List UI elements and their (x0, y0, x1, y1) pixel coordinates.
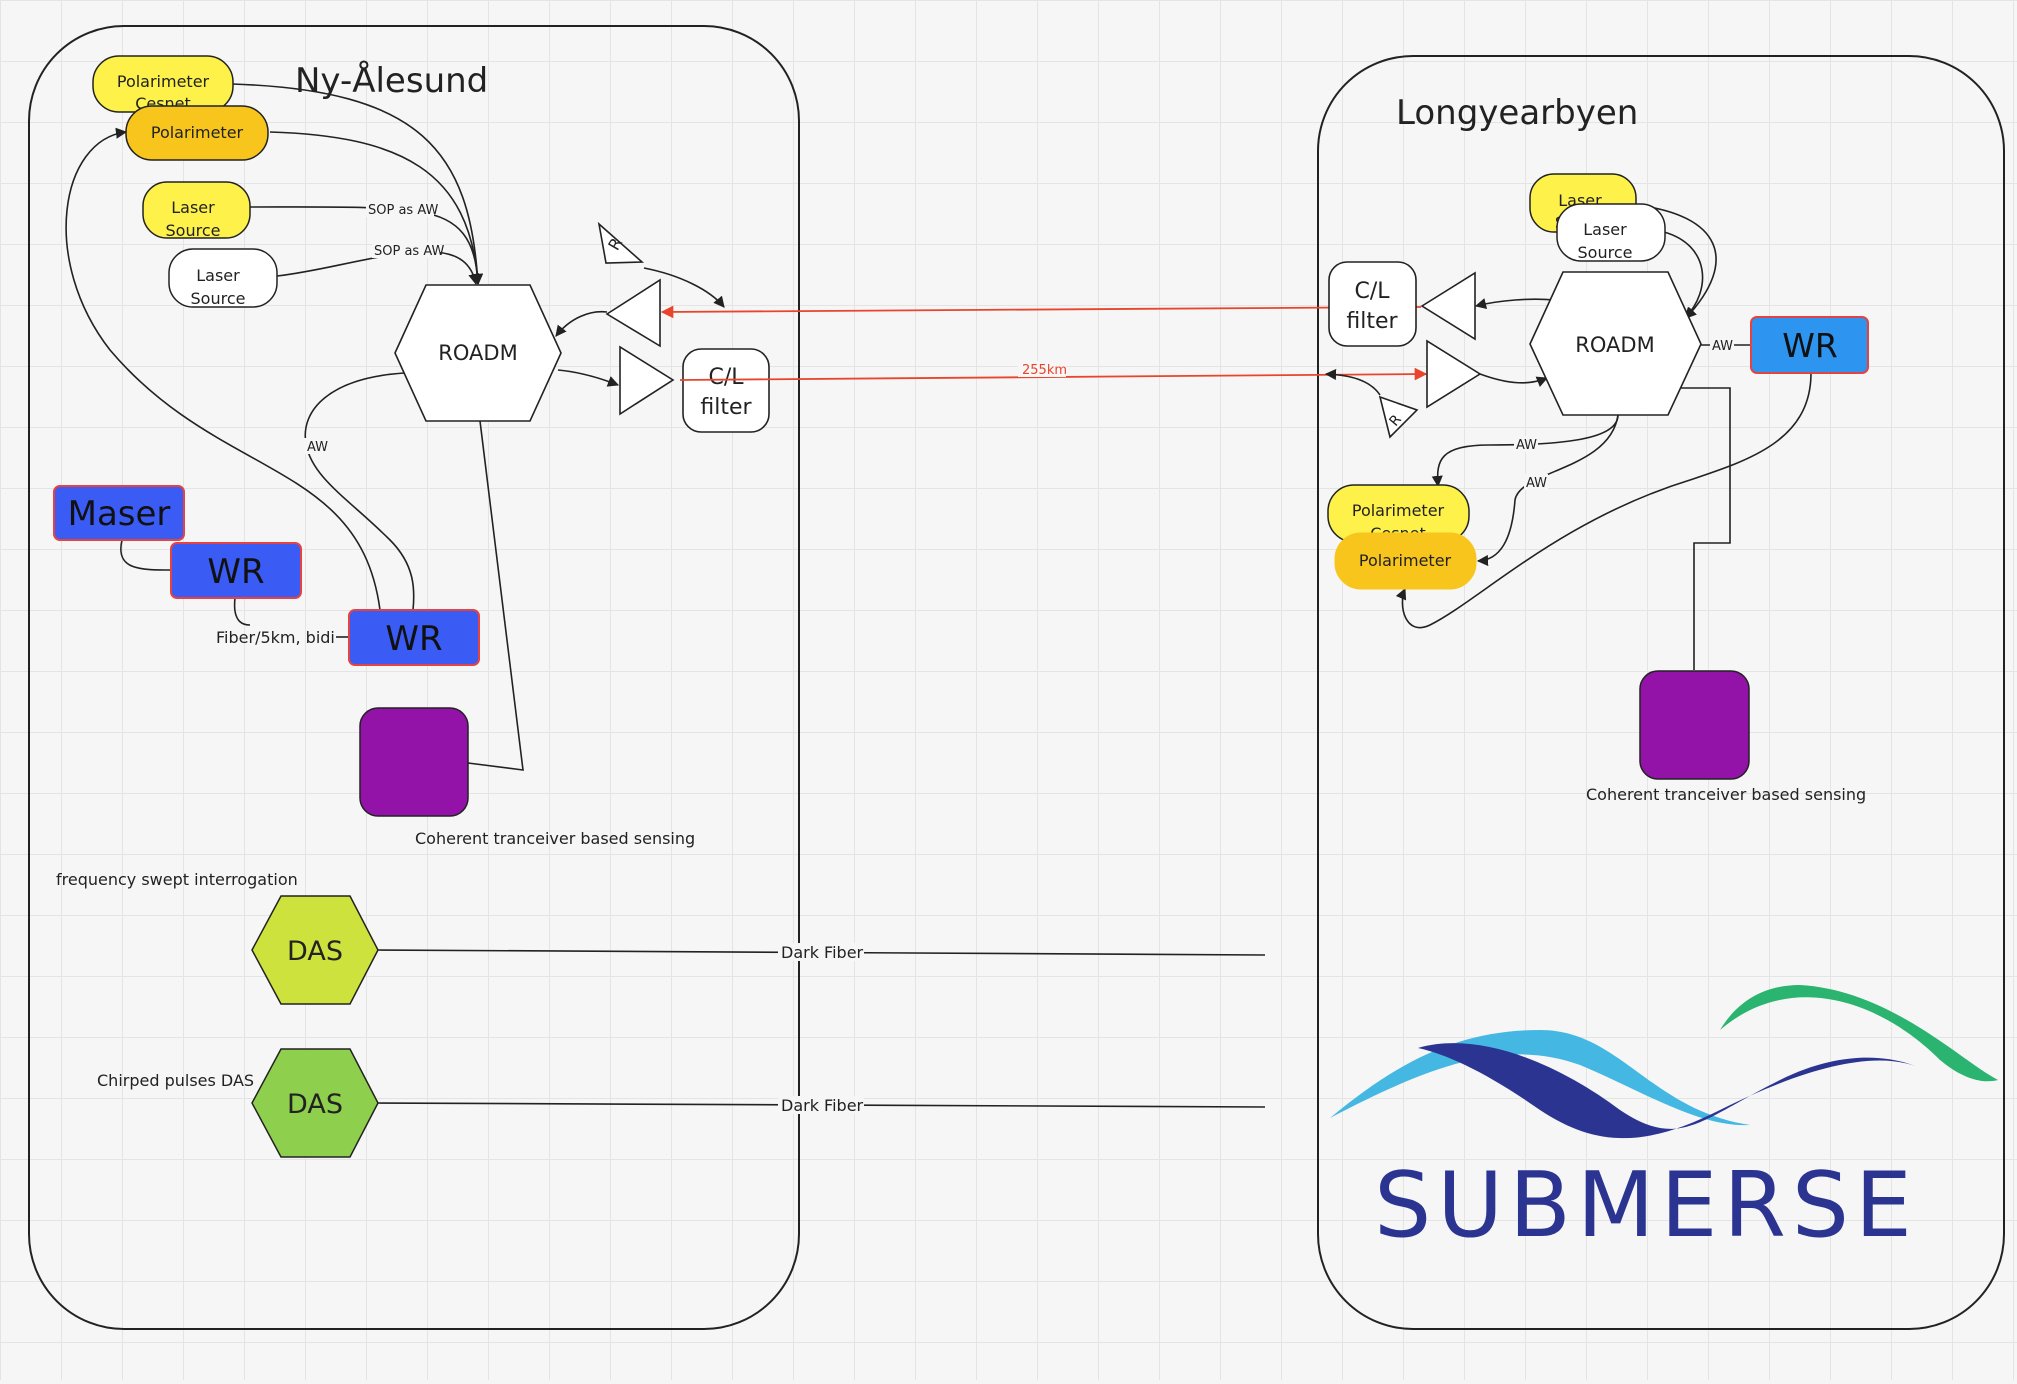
laser-source-1-line2: Source (166, 221, 221, 240)
connector-roadm-polarimeter-aw (1476, 414, 1619, 567)
wr-left-2[interactable] (348, 609, 480, 666)
connector-wr-polarimeter (1395, 372, 1812, 629)
site-container-longyearbyen[interactable] (1317, 55, 2005, 1330)
site-title-ny-alesund: Ny-Ålesund (295, 60, 488, 101)
laser-source-white-right[interactable] (1556, 203, 1666, 262)
amplifier-left-out[interactable] (619, 345, 675, 416)
polarimeter-right-label: Polarimeter (1359, 551, 1452, 570)
roadm-right[interactable] (1529, 271, 1702, 416)
cl-filter-left-line1: C/L (708, 365, 744, 390)
das-node-2[interactable] (251, 1048, 379, 1158)
cl-filter-left-line2: filter (700, 395, 752, 420)
polarimeter-left-label: Polarimeter (151, 123, 244, 142)
wr-left-2-label: WR (385, 619, 442, 659)
das-node-1-label: DAS (287, 936, 343, 967)
connector-amp-roadm (555, 310, 608, 337)
roadm-right-label: ROADM (1575, 333, 1654, 357)
aw-label-right-1: AW (1516, 438, 1537, 453)
fiber-label: Fiber/5km, bidi (216, 628, 335, 647)
connector-laser-yellow-roadm (1635, 204, 1717, 319)
wr-left-1-label: WR (207, 552, 264, 592)
amplifier-right-out[interactable] (1426, 339, 1482, 409)
maser-label: Maser (68, 494, 171, 534)
laser-source-2-line1: Laser (196, 266, 240, 285)
cl-filter-right[interactable] (1328, 261, 1417, 347)
laser-source-2-left[interactable] (168, 248, 278, 308)
connector-polarimeter-roadm (269, 131, 483, 286)
aw-wr-label-right: AW (1712, 339, 1733, 354)
polarimeter-right[interactable] (1334, 532, 1477, 590)
connector-rxamp-arrow (643, 267, 725, 308)
cl-filter-right-line2: filter (1346, 309, 1398, 334)
connector-maser-wr1 (120, 539, 173, 571)
amplifier-right-in[interactable] (1420, 271, 1476, 341)
laser-source-1-line1: Laser (171, 198, 215, 217)
laser-source-1-left[interactable] (142, 181, 251, 239)
polarimeter-cesnet-left-line1: Polarimeter (117, 72, 210, 91)
aw-label-left: AW (307, 440, 328, 455)
connector-wr1-wr2 (233, 597, 251, 626)
sop-label-1: SOP as AW (368, 203, 439, 218)
amplifier-left-in[interactable] (605, 278, 661, 348)
connector-laser-white-roadm (1663, 231, 1704, 319)
connector-roadm-amp (557, 369, 620, 387)
logo-text: SUBMERSE (1374, 1153, 1918, 1258)
red-link-to-left (660, 305, 1422, 319)
wr-right-label: WR (1782, 326, 1838, 365)
wr-right[interactable] (1750, 316, 1869, 374)
dark-fiber-label-1: Dark Fiber (781, 943, 864, 962)
aw-label-right-2: AW (1526, 476, 1547, 491)
polarimeter-cesnet-right-line1: Polarimeter (1352, 501, 1445, 520)
chirped-label: Chirped pulses DAS (97, 1071, 254, 1090)
laser-white-line2: Source (1578, 243, 1633, 262)
logo-wave-navy (1418, 1043, 1915, 1139)
site-title-longyearbyen: Longyearbyen (1396, 93, 1638, 133)
freq-swept-label: frequency swept interrogation (56, 870, 298, 889)
roadm-left[interactable] (394, 284, 562, 422)
rx-amplifier-right[interactable] (1378, 395, 1419, 439)
polarimeter-left[interactable] (125, 105, 269, 161)
laser-white-line1: Laser (1583, 220, 1627, 239)
connector-polarimeter-wr2-loop (65, 127, 381, 611)
rx-amplifier-left[interactable] (597, 221, 645, 264)
logo-wave-green (1720, 985, 1998, 1082)
connector-roadm-coherent (467, 420, 524, 771)
cl-filter-right-line1: C/L (1354, 279, 1390, 304)
coherent-sensing-left[interactable] (359, 707, 469, 817)
connector-roadm-amp-right (1474, 298, 1556, 309)
site-container-ny-alesund[interactable] (28, 25, 800, 1330)
roadm-left-label: ROADM (438, 341, 517, 365)
link-distance-label: 255km (1022, 363, 1067, 378)
coherent-sensing-right-label: Coherent tranceiver based sensing (1586, 785, 1866, 804)
connector-roadm-wr2-aw (304, 372, 415, 611)
connector-roadm-coherent-right (1660, 387, 1731, 670)
das-node-1[interactable] (251, 895, 379, 1005)
cl-filter-left[interactable] (682, 348, 770, 433)
maser-box[interactable] (53, 485, 185, 541)
wr-left-1[interactable] (170, 542, 302, 599)
coherent-sensing-right[interactable] (1639, 670, 1750, 780)
coherent-sensing-left-label: Coherent tranceiver based sensing (415, 829, 695, 848)
laser-source-2-line2: Source (191, 289, 246, 308)
das-node-2-label: DAS (287, 1089, 343, 1120)
sop-label-2: SOP as AW (374, 244, 445, 259)
connector-rx-arrow-right (1324, 368, 1381, 396)
connector-polcesnet-roadm (231, 83, 483, 286)
logo-wave-cyan (1330, 1030, 1750, 1126)
connector-roadm-polcesnet-aw (1431, 414, 1619, 488)
dark-fiber-label-2: Dark Fiber (781, 1096, 864, 1115)
submerse-logo: SUBMERSE (1330, 985, 1998, 1258)
connector-amp-roadm-right (1479, 373, 1549, 388)
